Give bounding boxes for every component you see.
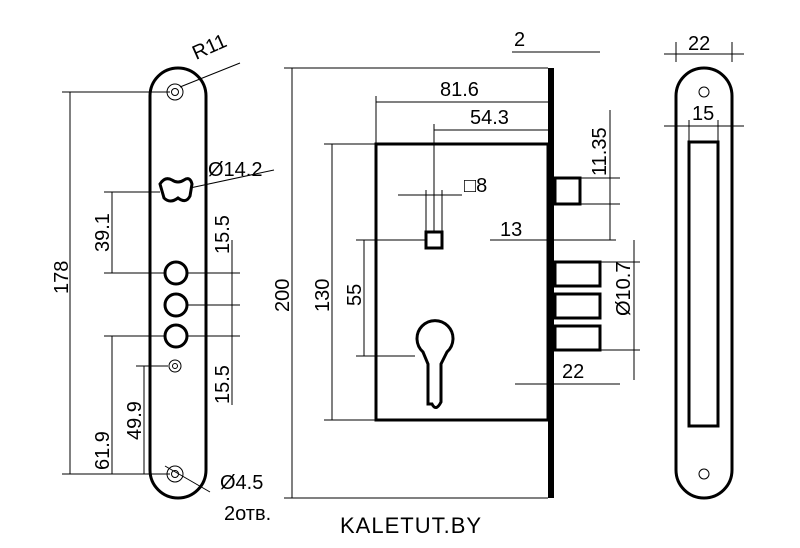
dim-13: 13 — [500, 219, 522, 241]
watermark: KALETUT.BY — [340, 513, 482, 538]
lock-body-view: 200 130 55 81.6 54.3 2 □8 11.35 — [272, 29, 640, 499]
spindle-square — [424, 230, 444, 250]
faceplate-outline — [148, 66, 208, 500]
cylinder-cutout — [415, 319, 455, 409]
bolt-hole-2 — [163, 292, 189, 318]
dim-d4-5: Ø4.5 — [220, 472, 263, 494]
edge-outline — [674, 66, 734, 500]
dim-81-6: 81.6 — [440, 79, 479, 101]
dim-sq8: □8 — [464, 175, 487, 197]
dim-22-bolt: 22 — [562, 361, 584, 383]
dim-15-5-bottom: 15.5 — [212, 365, 234, 404]
latch-slot — [158, 177, 194, 203]
dim-54-3: 54.3 — [470, 107, 509, 129]
dim-r11: R11 — [189, 30, 230, 64]
latch-bolt — [553, 176, 582, 206]
faceplate-front-view: R11 Ø14.2 178 39.1 15.5 15.5 61.9 49.9 Ø… — [51, 30, 275, 525]
dim-11-35: 11.35 — [589, 127, 611, 176]
dim-d14-2: Ø14.2 — [208, 159, 262, 181]
dim-61-9: 61.9 — [92, 431, 114, 470]
deadbolt-3 — [553, 324, 602, 352]
dim-2: 2 — [514, 29, 525, 51]
lock-case — [374, 142, 550, 422]
dim-130: 130 — [312, 279, 334, 312]
bolt-hole-3 — [163, 323, 189, 349]
deadbolt-1 — [553, 260, 602, 288]
faceplate-edge-view: 22 15 — [664, 33, 744, 500]
dim-d10-7: Ø10.7 — [613, 262, 635, 316]
dim-55: 55 — [344, 284, 366, 306]
dim-15-5-top: 15.5 — [212, 215, 234, 254]
small-hole — [168, 359, 182, 373]
holes-count: 2отв. — [224, 503, 271, 525]
side-faceplate — [548, 68, 554, 498]
dim-178: 178 — [51, 261, 73, 294]
dim-39-1: 39.1 — [92, 213, 114, 252]
dim-49-9: 49.9 — [124, 401, 146, 440]
edge-slot — [687, 140, 720, 428]
dim-15-right: 15 — [692, 103, 714, 125]
dim-200: 200 — [272, 279, 294, 312]
dim-22-top: 22 — [688, 33, 710, 55]
bolt-hole-1 — [163, 260, 189, 286]
deadbolt-2 — [553, 292, 602, 320]
